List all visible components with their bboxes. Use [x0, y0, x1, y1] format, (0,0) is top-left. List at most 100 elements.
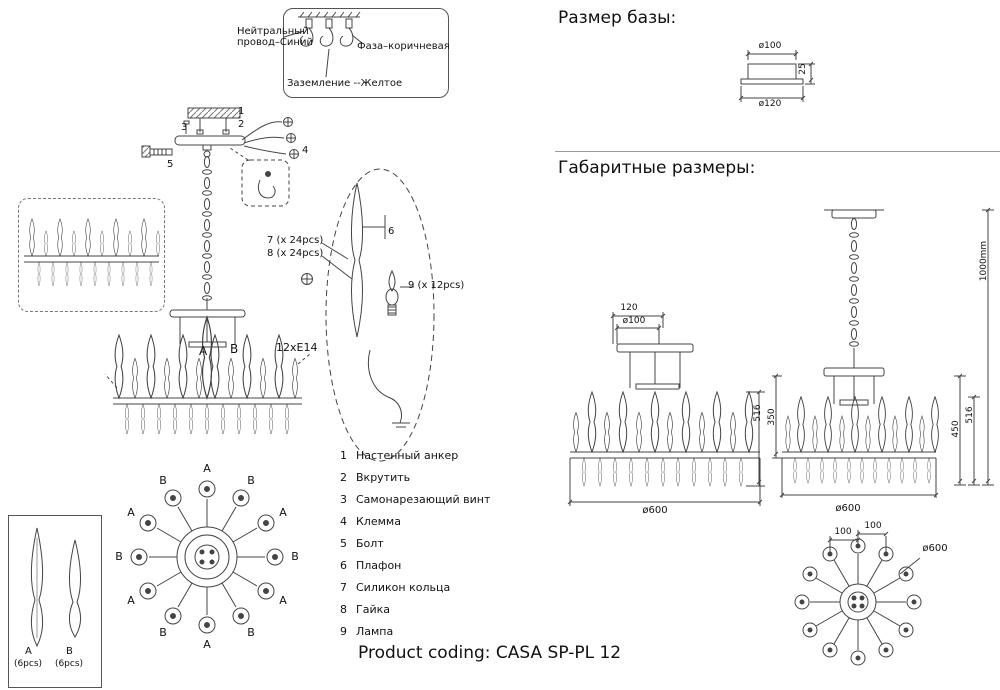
topview-letter: B: [159, 474, 167, 487]
wiring-detail-box: [283, 8, 449, 98]
dim-topview-diameter: ø600: [922, 543, 948, 554]
wiring-terminals-drawing: [283, 11, 363, 78]
partsbox-letter-a: A: [25, 646, 32, 657]
chandelier-front-view-2: [768, 198, 1000, 520]
part-number: 3: [340, 493, 347, 506]
part-label: Самонарезающий винт: [356, 493, 491, 506]
topview-letter: B: [247, 474, 255, 487]
overall-dimensions-title: Габаритные размеры:: [558, 158, 756, 178]
dim-base-bottom-diameter: ø120: [758, 99, 782, 109]
wire-connector-icons: [283, 117, 299, 159]
topview-letter: A: [279, 594, 287, 607]
callout-1: 1: [238, 106, 245, 117]
band-detail-drawing: [24, 218, 160, 287]
bolt-icon: [141, 145, 173, 158]
blade-ring: [573, 391, 754, 453]
topview-letter: B: [159, 626, 167, 639]
topview-letter: A: [279, 506, 287, 519]
blade-letter-b: B: [230, 342, 239, 356]
chain-icon: [849, 218, 859, 347]
blade-a-icon: [30, 527, 44, 648]
callout-3: 3: [181, 122, 188, 133]
parts-list-item: 2 Вкрутить: [338, 471, 490, 484]
blade-drops: [582, 457, 743, 487]
parts-list-item: 4 Клемма: [338, 515, 490, 528]
part-label: Лампа: [356, 625, 394, 638]
base-dimensions-drawing: [725, 40, 835, 112]
dim-f1-diameter: ø600: [642, 505, 668, 516]
topview-letter: A: [203, 638, 211, 651]
topview-letter: B: [247, 626, 255, 639]
section-divider: [555, 151, 1000, 152]
part-number: 7: [340, 581, 347, 594]
blade-letter-a: A: [199, 344, 208, 358]
parts-list-item: 7 Силикон кольца: [338, 581, 490, 594]
dim-f2-height-outer: 516: [965, 406, 975, 424]
dim-f2-height-right: 450: [951, 420, 961, 438]
hook-icon: [257, 179, 276, 199]
parts-list-item: 9 Лампа: [338, 625, 490, 638]
arm-clips: [130, 480, 284, 634]
dim-topview-spacing-2: 100: [864, 521, 882, 531]
parts-list: 1 Настенный анкер 2 Вкрутить 3 Самонарезающ…: [338, 449, 490, 638]
part-label: Плафон: [356, 559, 402, 572]
part-label: Болт: [356, 537, 384, 550]
callout-8: 8 (x 24pcs): [267, 248, 324, 259]
dim-f1-height: 516: [753, 404, 763, 422]
dim-f1-plate-diameter: ø100: [622, 316, 646, 326]
dim-f2-diameter: ø600: [835, 503, 861, 514]
dim-topview-spacing-1: 100: [834, 527, 852, 537]
part-number: 8: [340, 603, 347, 616]
part-number: 6: [340, 559, 347, 572]
wiring-neutral-label: Нейтральный провод–Синий: [237, 26, 313, 48]
terminal-hook-icons: [299, 18, 354, 47]
part-label: Гайка: [356, 603, 390, 616]
dim-f1-plate-width: 120: [620, 303, 638, 313]
parts-list-item: 1 Настенный анкер: [338, 449, 490, 462]
top-view-dimensions-drawing: [768, 522, 958, 687]
part-number: 9: [340, 625, 347, 638]
callout-7: 7 (x 24pcs): [267, 235, 324, 246]
partsbox-qty-a: (6pcs): [13, 659, 43, 669]
topview-letter: A: [127, 594, 135, 607]
top-view-arrangement-drawing: [107, 457, 307, 657]
callout-2: 2: [238, 119, 245, 130]
part-label: Силикон кольца: [356, 581, 451, 594]
blade-drops: [793, 457, 931, 484]
parts-list-item: 8 Гайка: [338, 603, 490, 616]
chandelier-side-view-drawing: [104, 298, 311, 462]
part-number: 2: [340, 471, 347, 484]
blade-b-icon: [69, 539, 81, 638]
arm-clips: [794, 538, 922, 666]
mount-assembly-drawing: [130, 100, 330, 310]
blade-types-box: [8, 515, 102, 688]
part-label: Клемма: [356, 515, 401, 528]
blade-types-drawing: [30, 527, 81, 648]
dim-f2-total-height: 1000mm: [979, 240, 989, 282]
callout-6: 6: [388, 226, 395, 237]
partsbox-letter-b: B: [66, 646, 73, 657]
dim-base-top-diameter: ø100: [758, 41, 782, 51]
chandelier-front-view-1: [560, 300, 775, 515]
part-number: 1: [340, 449, 347, 462]
wiring-ground-label: Заземление --Желтое: [287, 78, 403, 89]
socket-count-label: 12xE14: [276, 341, 318, 354]
parts-list-item: 3 Самонарезающий винт: [338, 493, 490, 506]
callout-5: 5: [167, 159, 174, 170]
wiring-phase-label: Фаза–коричневая: [357, 41, 450, 52]
band-detail-box: [18, 198, 165, 312]
parts-list-item: 6 Плафон: [338, 559, 490, 572]
part-label: Настенный анкер: [356, 449, 459, 462]
base-size-title: Размер базы:: [558, 8, 677, 28]
part-number: 4: [340, 515, 347, 528]
partsbox-qty-b: (6pcs): [54, 659, 84, 669]
canopy-icon: [174, 135, 246, 146]
ceiling-hatch-icon: [187, 107, 241, 119]
plafond-detail-drawing: [321, 165, 445, 470]
part-label: Вкрутить: [356, 471, 411, 484]
topview-letter: A: [203, 462, 211, 475]
blade-drops: [125, 403, 289, 435]
chain-icon: [202, 156, 212, 301]
topview-letter: B: [115, 550, 123, 563]
